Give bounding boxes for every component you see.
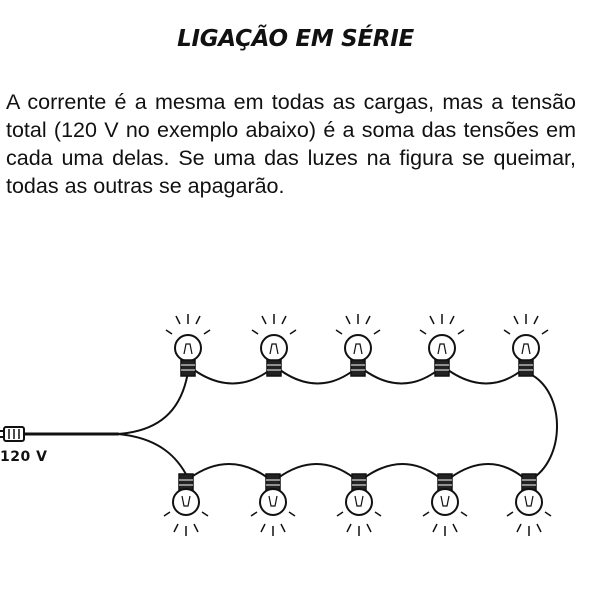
plug-icon: [0, 426, 25, 442]
bottom-row-bulbs: [163, 473, 552, 536]
light-bulb-icon: [335, 314, 381, 377]
light-bulb-icon: [163, 473, 209, 536]
light-bulb-icon: [506, 473, 552, 536]
series-circuit-diagram: [0, 314, 558, 536]
light-bulb-icon: [419, 314, 465, 377]
page-title: LIGAÇÃO EM SÉRIE: [177, 26, 414, 52]
top-row-bulbs: [165, 314, 549, 377]
light-bulb-icon: [422, 473, 468, 536]
light-bulb-icon: [165, 314, 211, 377]
light-bulb-icon: [250, 473, 296, 536]
light-bulb-icon: [503, 314, 549, 377]
light-bulb-icon: [336, 473, 382, 536]
voltage-label: 120 V: [0, 449, 48, 465]
explanation-paragraph: A corrente é a mesma em todas as cargas,…: [6, 90, 576, 198]
light-bulb-icon: [251, 314, 297, 377]
